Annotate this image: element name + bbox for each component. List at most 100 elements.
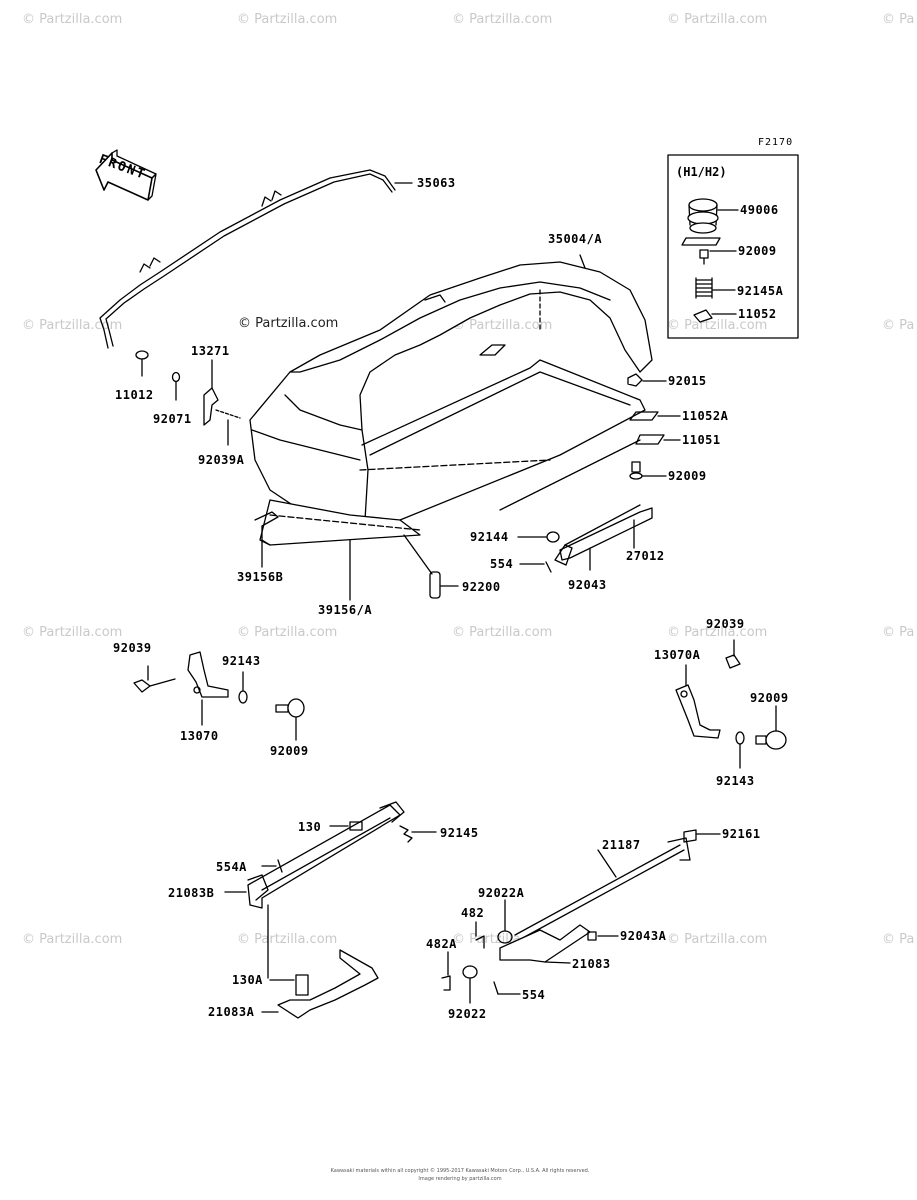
washer-92143-r	[735, 731, 745, 745]
part-label-21187[interactable]: 21187	[602, 838, 641, 852]
lever-21083B	[247, 801, 405, 909]
part-label-92200[interactable]: 92200	[462, 580, 501, 594]
bolt-130	[349, 821, 363, 831]
clip-482A	[441, 975, 451, 991]
part-label-92144[interactable]: 92144	[470, 530, 509, 544]
knob-92009	[275, 698, 305, 718]
strip-39156B	[254, 511, 279, 546]
part-label-11052A[interactable]: 11052A	[682, 409, 729, 423]
part-label-35004A[interactable]: 35004/A	[548, 232, 603, 246]
copyright-footer-2: Image rendering by partzilla.com	[418, 1176, 502, 1182]
watermark: © Partzilla.com	[22, 932, 123, 947]
part-label-11052[interactable]: 11052	[738, 307, 777, 321]
part-label-13070[interactable]: 13070	[180, 729, 219, 743]
part-label-11051[interactable]: 11051	[682, 433, 721, 447]
panel-outline	[361, 359, 646, 521]
part-label-92009[interactable]: 92009	[668, 469, 707, 483]
part-label-554A[interactable]: 554A	[216, 860, 247, 874]
watermark: © Partzilla.com	[452, 318, 553, 333]
part-label-92143-right[interactable]: 92143	[716, 774, 755, 788]
part-label-13070A[interactable]: 13070A	[654, 648, 701, 662]
part-label-92039-right[interactable]: 92039	[706, 617, 745, 631]
part-label-92009-right[interactable]: 92009	[750, 691, 789, 705]
cap-92144	[546, 531, 560, 543]
part-label-39156A[interactable]: 39156/A	[318, 603, 373, 617]
watermark: © Partzilla.com	[22, 12, 123, 27]
watermark: © Pa	[882, 318, 915, 333]
part-label-92043A[interactable]: 92043A	[620, 929, 667, 943]
washer-92022	[462, 965, 478, 979]
bolt-92009	[631, 461, 641, 473]
bracket-13070A	[675, 684, 721, 739]
part-label-92022A[interactable]: 92022A	[478, 886, 525, 900]
part-label-21083A[interactable]: 21083A	[208, 1005, 255, 1019]
pin-554	[545, 561, 552, 573]
watermark: © Partzilla.com	[22, 318, 123, 333]
cap-11012	[135, 350, 149, 360]
part-label-92043[interactable]: 92043	[568, 578, 607, 592]
inset-frame	[667, 154, 799, 339]
part-label-554[interactable]: 554	[490, 557, 514, 571]
bolt-130A	[295, 974, 309, 996]
latch-27012	[559, 507, 653, 561]
part-label-482[interactable]: 482	[461, 906, 485, 920]
part-label-92145[interactable]: 92145	[440, 826, 479, 840]
pad-11052A	[629, 411, 659, 421]
inset-title: (H1/H2)	[676, 165, 727, 179]
center-copyright-mark: © Partzilla.com	[238, 316, 339, 331]
part-label-27012[interactable]: 27012	[626, 549, 665, 563]
pin-92200	[429, 571, 441, 599]
cover-35004A	[249, 254, 653, 529]
pin-554-b	[493, 981, 499, 995]
part-label-49006[interactable]: 49006	[740, 203, 779, 217]
knob-92009-r	[755, 730, 787, 750]
part-label-21083[interactable]: 21083	[572, 957, 611, 971]
front-arrow-icon	[95, 149, 157, 201]
part-label-482A[interactable]: 482A	[426, 937, 457, 951]
washer-92022A	[497, 930, 513, 944]
part-label-554-lower[interactable]: 554	[522, 988, 546, 1002]
bracket-21083A	[277, 949, 379, 1019]
part-label-11012[interactable]: 11012	[115, 388, 154, 402]
watermark: © Partzilla.com	[22, 625, 123, 640]
part-label-13271[interactable]: 13271	[191, 344, 230, 358]
watermark: © Partzilla.com	[452, 12, 553, 27]
watermark: © Partzilla.com	[667, 318, 768, 333]
mat-39156A	[259, 499, 421, 546]
bumper-49006	[681, 198, 721, 246]
part-label-92039A[interactable]: 92039A	[198, 453, 245, 467]
washer-92143	[238, 690, 248, 704]
part-label-92071[interactable]: 92071	[153, 412, 192, 426]
watermark: © Partzilla.com	[667, 12, 768, 27]
part-label-92009-inset[interactable]: 92009	[738, 244, 777, 258]
part-label-92161[interactable]: 92161	[722, 827, 761, 841]
nut-92015	[627, 373, 643, 387]
copyright-footer: Kawasaki materials within all copyright …	[330, 1168, 590, 1174]
clip-92161	[683, 829, 697, 843]
part-label-92143-left[interactable]: 92143	[222, 654, 261, 668]
bracket-13271	[203, 387, 219, 426]
clip-92071	[171, 371, 181, 383]
part-label-39156B[interactable]: 39156B	[237, 570, 284, 584]
part-label-92039-left[interactable]: 92039	[113, 641, 152, 655]
part-label-130[interactable]: 130	[298, 820, 322, 834]
part-label-92015[interactable]: 92015	[668, 374, 707, 388]
part-label-92009-left[interactable]: 92009	[270, 744, 309, 758]
part-label-21083B[interactable]: 21083B	[168, 886, 215, 900]
watermark: © Pa	[882, 12, 915, 27]
watermark: © Pa	[882, 932, 915, 947]
watermark: © Partzilla.com	[237, 12, 338, 27]
pad-11051	[635, 434, 665, 445]
clip-482	[475, 935, 485, 949]
part-label-130A[interactable]: 130A	[232, 973, 263, 987]
watermark: © Pa	[882, 625, 915, 640]
watermark: © Partzilla.com	[452, 625, 553, 640]
rod-21187	[514, 837, 691, 941]
watermark: © Partzilla.com	[237, 932, 338, 947]
holder-11052	[693, 309, 713, 323]
part-label-92145A[interactable]: 92145A	[737, 284, 784, 298]
watermark: © Partzilla.com	[667, 932, 768, 947]
part-label-92022[interactable]: 92022	[448, 1007, 487, 1021]
part-label-35063[interactable]: 35063	[417, 176, 456, 190]
